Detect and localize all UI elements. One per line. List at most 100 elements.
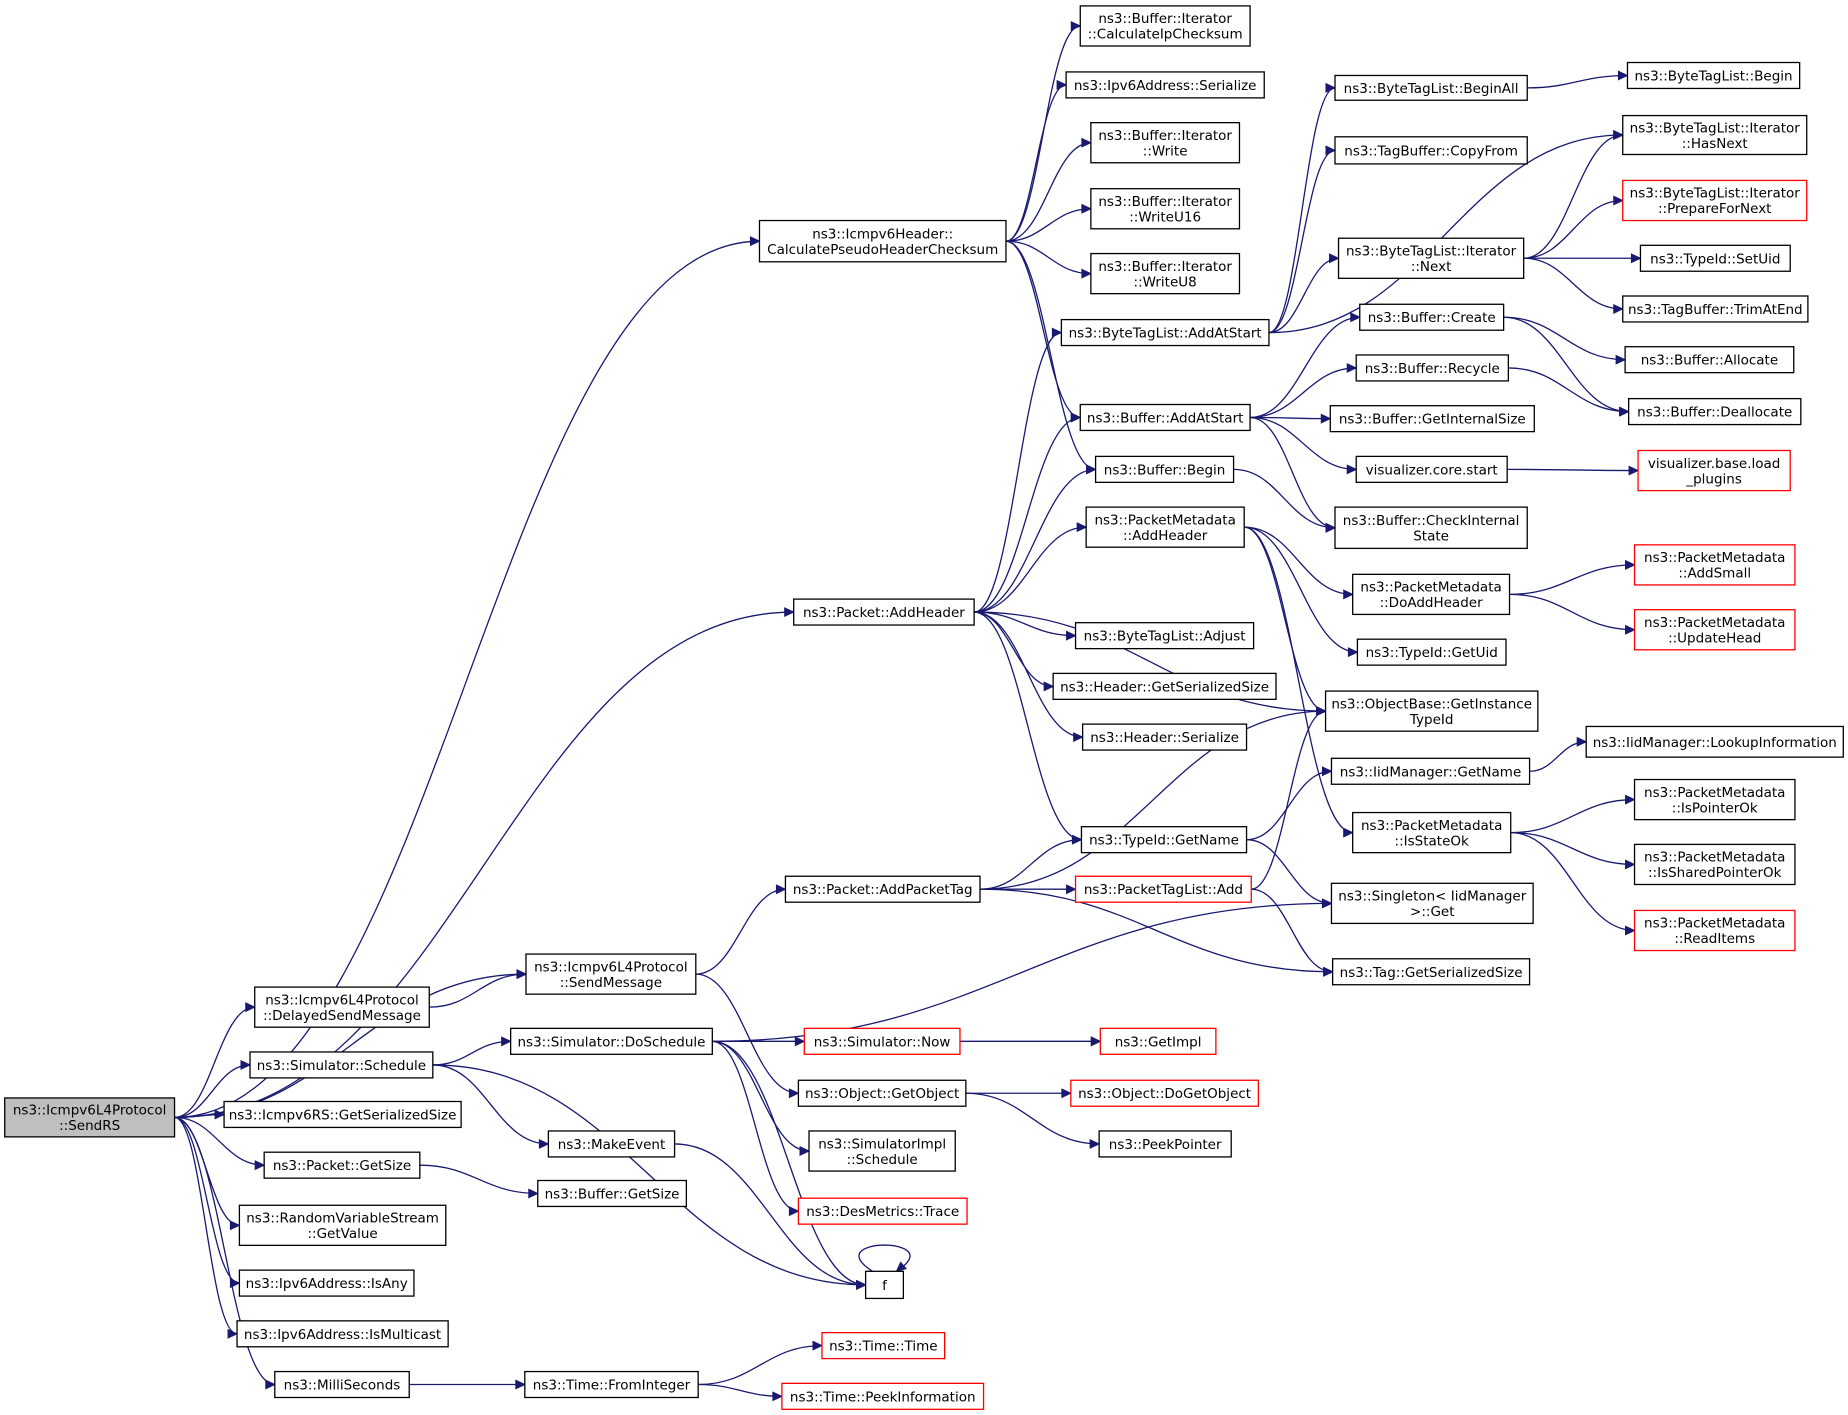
node-tagbuf-copy[interactable]: ns3::TagBuffer::CopyFrom xyxy=(1334,136,1528,165)
node-label: ::CalculateIpChecksum xyxy=(1088,27,1243,43)
node-sim-now[interactable]: ns3::Simulator::Now xyxy=(803,1027,961,1055)
node-btl-it-hasnext[interactable]: ns3::ByteTagList::Iterator::HasNext xyxy=(1622,114,1808,156)
node-btl-adjust[interactable]: ns3::ByteTagList::Adjust xyxy=(1074,622,1255,650)
node-iidmgr-getname[interactable]: ns3::IidManager::GetName xyxy=(1330,757,1531,785)
node-obj-getobject[interactable]: ns3::Object::GetObject xyxy=(797,1079,967,1107)
edge-sendrs-to-icmp-delayed xyxy=(174,1006,255,1119)
node-label: ns3::ByteTagList::Iterator xyxy=(1346,244,1517,260)
node-makeevent[interactable]: ns3::MakeEvent xyxy=(547,1130,676,1158)
edge-arrowhead xyxy=(1070,412,1082,423)
node-buf-getinternal[interactable]: ns3::Buffer::GetInternalSize xyxy=(1329,405,1535,433)
node-obj-dogetobject[interactable]: ns3::Object::DoGetObject xyxy=(1070,1079,1259,1107)
node-ipv6-isany[interactable]: ns3::Ipv6Address::IsAny xyxy=(238,1269,415,1297)
node-simimpl-schedule[interactable]: ns3::SimulatorImpl::Schedule xyxy=(808,1130,956,1172)
edge-sim-doschedule-to-desmetrics-trace xyxy=(712,1040,799,1212)
node-label: ns3::PacketMetadata xyxy=(1361,818,1502,834)
node-btl-it-prepare[interactable]: ns3::ByteTagList::Iterator::PrepareForNe… xyxy=(1622,179,1808,222)
node-sendrs[interactable]: ns3::Icmpv6L4Protocol::SendRS xyxy=(4,1097,176,1138)
node-box xyxy=(1626,61,1801,90)
edge-arrowhead xyxy=(1321,766,1333,777)
node-ipv6-serialize[interactable]: ns3::Ipv6Address::Serialize xyxy=(1065,71,1265,99)
node-box xyxy=(1359,303,1505,331)
edge-sendrs-to-sim-schedule xyxy=(174,1064,251,1119)
node-pm-doaddheader[interactable]: ns3::PacketMetadata::DoAddHeader xyxy=(1352,573,1511,616)
node-rvs-getvalue[interactable]: ns3::RandomVariableStream::GetValue xyxy=(238,1204,447,1247)
edge-arrowhead xyxy=(1081,137,1093,148)
node-icmp-delayed[interactable]: ns3::Icmpv6L4Protocol::DelayedSendMessag… xyxy=(254,986,430,1028)
node-pm-addheader[interactable]: ns3::PacketMetadata::AddHeader xyxy=(1085,506,1245,548)
node-typeid-getuid[interactable]: ns3::TypeId::GetUid xyxy=(1356,638,1507,666)
node-box xyxy=(1334,74,1528,101)
node-icmprs-getsersize[interactable]: ns3::Icmpv6RS::GetSerializedSize xyxy=(223,1100,462,1129)
node-box xyxy=(1052,672,1277,700)
edge-buf-create-to-buf-dealloc xyxy=(1503,316,1629,413)
node-sim-doschedule[interactable]: ns3::Simulator::DoSchedule xyxy=(509,1027,713,1055)
node-calcpseudo[interactable]: ns3::Icmpv6Header::CalculatePseudoHeader… xyxy=(758,219,1007,263)
edge-pm-doaddheader-to-pm-addsmall xyxy=(1509,564,1635,596)
node-ipv6-ismulticast[interactable]: ns3::Ipv6Address::IsMulticast xyxy=(236,1320,449,1348)
node-it-calcip[interactable]: ns3::Buffer::Iterator::CalculateIpChecks… xyxy=(1079,5,1251,47)
node-hdr-serialize[interactable]: ns3::Header::Serialize xyxy=(1081,723,1248,751)
node-sim-schedule[interactable]: ns3::Simulator::Schedule xyxy=(249,1051,434,1079)
edge-packet-addheader-to-pm-addheader xyxy=(974,526,1087,613)
node-time-peekinfo[interactable]: ns3::Time::PeekInformation xyxy=(781,1382,985,1410)
node-vis-core-start[interactable]: visualizer.core.start xyxy=(1355,455,1508,483)
node-btl-beginall[interactable]: ns3::ByteTagList::BeginAll xyxy=(1334,74,1528,101)
node-box xyxy=(1352,811,1512,854)
node-buf-dealloc[interactable]: ns3::Buffer::Deallocate xyxy=(1627,397,1802,426)
node-time-frominteger[interactable]: ns3::Time::FromInteger xyxy=(524,1370,699,1399)
node-ptl-add[interactable]: ns3::PacketTagList::Add xyxy=(1074,875,1252,903)
node-iidmgr-lookup[interactable]: ns3::IidManager::LookupInformation xyxy=(1585,725,1844,758)
node-btl-it-next[interactable]: ns3::ByteTagList::Iterator::Next xyxy=(1337,237,1525,279)
edge-calcpseudo-to-buf-begin xyxy=(1005,240,1096,471)
node-buf-create[interactable]: ns3::Buffer::Create xyxy=(1359,303,1505,331)
node-pm-issharedok[interactable]: ns3::PacketMetadata::IsSharedPointerOk xyxy=(1633,843,1796,886)
node-label: ns3::Ipv6Address::Serialize xyxy=(1074,78,1257,94)
node-btl-addatstart[interactable]: ns3::ByteTagList::AddAtStart xyxy=(1060,318,1270,347)
node-buf-recycle[interactable]: ns3::Buffer::Recycle xyxy=(1355,354,1510,382)
node-packet-getsize[interactable]: ns3::Packet::GetSize xyxy=(263,1151,421,1179)
edge-arrowhead xyxy=(1090,1036,1102,1047)
node-it-writeu16[interactable]: ns3::Buffer::Iterator::WriteU16 xyxy=(1090,188,1241,230)
node-tag-getsersize[interactable]: ns3::Tag::GetSerializedSize xyxy=(1331,958,1531,986)
node-buf-addatstart[interactable]: ns3::Buffer::AddAtStart xyxy=(1079,403,1251,432)
node-label: ::UpdateHead xyxy=(1668,631,1761,647)
node-time-time[interactable]: ns3::Time::Time xyxy=(821,1331,946,1360)
node-pm-addsmall[interactable]: ns3::PacketMetadata::AddSmall xyxy=(1633,544,1796,586)
edge-sim-schedule-to-f xyxy=(432,1064,866,1286)
node-it-write[interactable]: ns3::Buffer::Iterator::Write xyxy=(1090,121,1241,164)
node-pm-readitems[interactable]: ns3::PacketMetadata::ReadItems xyxy=(1633,909,1796,952)
node-typeid-getname[interactable]: ns3::TypeId::GetName xyxy=(1080,826,1248,854)
edge-pm-addheader-to-pm-isstateok xyxy=(1244,526,1353,834)
edge-pm-doaddheader-to-pm-updatehead xyxy=(1509,593,1635,631)
edge-btl-addatstart-to-btl-it-hasnext xyxy=(1268,134,1623,334)
node-packet-addtag[interactable]: ns3::Packet::AddPacketTag xyxy=(784,875,981,903)
node-f[interactable]: f xyxy=(864,1270,905,1300)
node-peekpointer[interactable]: ns3::PeekPointer xyxy=(1098,1130,1232,1158)
node-it-writeu8[interactable]: ns3::Buffer::Iterator::WriteU8 xyxy=(1090,252,1241,295)
node-packet-addheader[interactable]: ns3::Packet::AddHeader xyxy=(793,598,975,626)
node-buf-begin[interactable]: ns3::Buffer::Begin xyxy=(1094,455,1235,483)
edge-arrowhead xyxy=(1076,522,1088,533)
node-buf-allocate[interactable]: ns3::Buffer::Allocate xyxy=(1624,346,1795,374)
edge-btl-addatstart-to-btl-beginall xyxy=(1268,87,1336,334)
node-singleton-get[interactable]: ns3::Singleton< IidManager>::Get xyxy=(1330,882,1534,925)
node-getimpl[interactable]: ns3::GetImpl xyxy=(1099,1027,1217,1055)
node-milliseconds[interactable]: ns3::MilliSeconds xyxy=(274,1370,410,1399)
node-btl-begin[interactable]: ns3::ByteTagList::Begin xyxy=(1626,61,1801,90)
node-icmp-sendmsg[interactable]: ns3::Icmpv6L4Protocol::SendMessage xyxy=(525,953,697,995)
node-box xyxy=(781,1382,985,1410)
node-tagbuf-trim[interactable]: ns3::TagBuffer::TrimAtEnd xyxy=(1622,295,1809,323)
node-pm-ispointerok[interactable]: ns3::PacketMetadata::IsPointerOk xyxy=(1633,778,1796,821)
node-pm-updatehead[interactable]: ns3::PacketMetadata::UpdateHead xyxy=(1633,609,1796,651)
node-pm-isstateok[interactable]: ns3::PacketMetadata::IsStateOk xyxy=(1352,811,1512,854)
node-hdr-getsersize[interactable]: ns3::Header::GetSerializedSize xyxy=(1052,672,1277,700)
node-label: ns3::PacketMetadata xyxy=(1094,512,1235,528)
node-buf-getsize[interactable]: ns3::Buffer::GetSize xyxy=(537,1179,688,1208)
node-desmetrics-trace[interactable]: ns3::DesMetrics::Trace xyxy=(797,1197,968,1225)
node-vis-base-load[interactable]: visualizer.base.load_plugins xyxy=(1637,449,1791,492)
node-typeid-setuid[interactable]: ns3::TypeId::SetUid xyxy=(1639,244,1791,272)
node-label: ::ReadItems xyxy=(1674,931,1755,947)
